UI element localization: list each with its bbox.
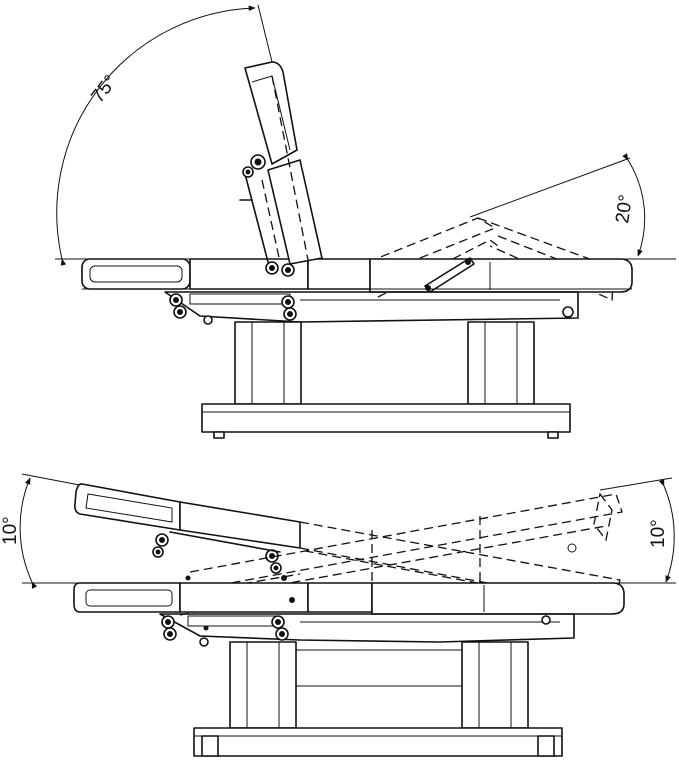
backrest-angle-label: 75° [87,72,121,108]
base-plate-bottom [193,727,563,757]
foot-tilt-angle-label: 10° [648,519,669,548]
base-columns-bottom [229,641,529,729]
legrest-actuator [424,257,475,293]
bottom-view: 10° 10° [0,473,676,757]
mattress-flat-top [81,258,633,293]
head-tilt-angle-label: 10° [0,516,21,545]
backrest-angle-indicator: 75° [56,4,277,266]
frame-top [164,291,579,325]
legrest-angle-label: 20° [612,193,637,224]
mattress-tilted-head-up [74,483,301,574]
base-plate-top [201,403,571,439]
foot-tilt-angle-indicator: 10° [648,479,675,583]
backrest-raised [239,61,323,277]
legrest-angle-indicator: 20° [469,153,646,257]
base-columns-top [234,321,535,405]
mattress-flat-bottom [73,582,625,615]
frame-bottom [159,575,575,647]
top-view: 75° 20° [55,4,676,439]
head-tilt-angle-indicator: 10° [0,477,38,589]
